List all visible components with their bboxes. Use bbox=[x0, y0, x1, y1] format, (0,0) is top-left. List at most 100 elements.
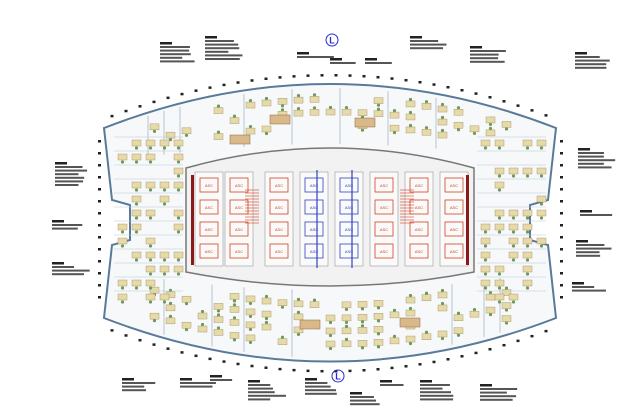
window-number-mark bbox=[264, 77, 268, 81]
annotation-line bbox=[410, 47, 444, 50]
chair-icon bbox=[497, 216, 502, 220]
chair-icon bbox=[216, 104, 221, 108]
chair-icon bbox=[134, 216, 139, 220]
elevator-label: ASC bbox=[450, 205, 458, 210]
desk bbox=[405, 296, 416, 304]
window-number-mark bbox=[292, 75, 296, 78]
annotation-line bbox=[576, 247, 612, 250]
meeting-table bbox=[299, 319, 321, 330]
elevator-label: ASC bbox=[275, 249, 283, 254]
annotation-line bbox=[575, 59, 610, 62]
desk bbox=[405, 100, 416, 108]
desk bbox=[159, 265, 170, 273]
desk bbox=[341, 340, 352, 348]
desk bbox=[453, 327, 464, 334]
desk bbox=[277, 338, 288, 345]
desk bbox=[173, 251, 184, 259]
chair-icon bbox=[344, 320, 349, 324]
chair-icon bbox=[376, 107, 381, 111]
elevator-label: ASC bbox=[450, 249, 458, 254]
annotation-room-id bbox=[52, 262, 64, 265]
window-number-mark bbox=[474, 351, 478, 355]
desk bbox=[165, 304, 176, 312]
marker-bottom: L bbox=[331, 369, 345, 383]
desk bbox=[149, 312, 160, 320]
desk bbox=[522, 279, 533, 287]
elevator-label: ASC bbox=[275, 205, 283, 210]
chair-icon bbox=[152, 319, 157, 323]
annotation-line bbox=[575, 56, 600, 58]
annotation-line bbox=[122, 389, 147, 392]
chair-icon bbox=[408, 341, 413, 346]
meeting-table bbox=[399, 317, 421, 328]
desk bbox=[213, 316, 224, 323]
chair-icon bbox=[539, 174, 544, 178]
desk bbox=[213, 107, 224, 114]
desk bbox=[536, 139, 547, 147]
window-number-mark bbox=[124, 334, 128, 337]
window-number-mark bbox=[404, 365, 408, 368]
desk bbox=[469, 310, 480, 318]
chair-icon bbox=[232, 299, 237, 303]
chair-icon bbox=[148, 272, 153, 276]
chair-icon bbox=[264, 320, 269, 325]
chair-icon bbox=[248, 327, 253, 332]
desk bbox=[480, 139, 491, 147]
annotation-line bbox=[350, 399, 377, 402]
desk bbox=[117, 293, 128, 301]
window-numbers bbox=[98, 74, 563, 373]
desk bbox=[341, 108, 352, 116]
elevator-shaft bbox=[409, 177, 429, 193]
desk bbox=[522, 167, 533, 175]
chair-icon bbox=[312, 93, 317, 97]
elevator-label: ASC bbox=[415, 227, 423, 232]
elevator-shaft bbox=[339, 177, 359, 193]
elevator-shaft bbox=[199, 199, 219, 215]
annotation-room-id bbox=[305, 378, 317, 381]
window-number-mark bbox=[306, 369, 310, 373]
annotation-line bbox=[480, 398, 513, 401]
elevator-label: ASC bbox=[205, 183, 213, 188]
desk bbox=[357, 301, 368, 308]
chair-icon bbox=[248, 124, 253, 129]
elevator-label: ASC bbox=[275, 227, 283, 232]
desk bbox=[245, 334, 256, 342]
desk bbox=[159, 195, 170, 203]
elevator-shaft bbox=[269, 221, 289, 237]
desk bbox=[373, 300, 384, 307]
chair-icon bbox=[504, 127, 509, 131]
annotation-room-id bbox=[365, 58, 377, 61]
annotation-line bbox=[205, 50, 229, 53]
chair-icon bbox=[232, 316, 237, 320]
meeting-table bbox=[354, 117, 376, 128]
desk bbox=[480, 223, 491, 231]
annotation-line bbox=[576, 254, 601, 257]
window-number-mark bbox=[152, 100, 156, 104]
annotation-line bbox=[205, 43, 239, 46]
window-number-mark bbox=[502, 343, 506, 347]
annotation-line bbox=[470, 57, 499, 60]
desk bbox=[485, 116, 496, 124]
chair-icon bbox=[360, 320, 365, 324]
desk bbox=[494, 181, 505, 189]
chair-icon bbox=[134, 286, 139, 290]
chair-icon bbox=[162, 202, 167, 206]
chair-icon bbox=[296, 332, 301, 336]
window-number-mark bbox=[432, 360, 436, 364]
desk bbox=[437, 291, 448, 299]
chair-icon bbox=[424, 100, 429, 104]
desk bbox=[293, 96, 304, 104]
window-number-mark bbox=[474, 92, 478, 95]
desk bbox=[522, 223, 533, 231]
core-details: ASCASCASCASCASCASCASCASCASCASCASCASCASCA… bbox=[191, 170, 469, 268]
core-outline bbox=[185, 147, 475, 287]
elevator-label: ASC bbox=[345, 249, 353, 254]
annotation-line bbox=[330, 62, 356, 64]
annotation-line bbox=[205, 58, 240, 60]
desk bbox=[389, 111, 400, 119]
chair-icon bbox=[344, 337, 349, 341]
elevator-shaft bbox=[269, 243, 289, 259]
desk bbox=[494, 293, 505, 301]
core-wall-red bbox=[191, 175, 194, 265]
desk bbox=[229, 319, 240, 326]
